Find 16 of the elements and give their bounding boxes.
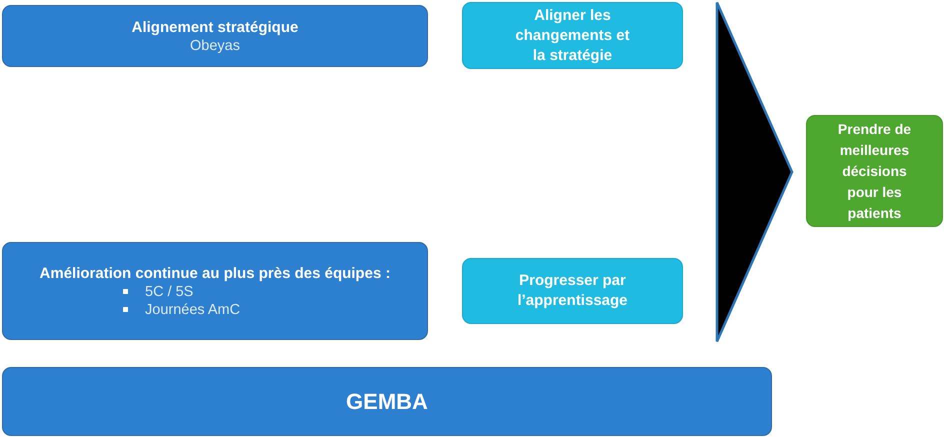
box-text: Progresser par l’apprentissage	[516, 271, 629, 311]
goal-box	[462, 2, 683, 69]
process-box	[2, 242, 428, 340]
box-text: Prendre de meilleures décisions pour les patients	[836, 120, 912, 223]
box-text: GEMBA	[346, 388, 428, 414]
process-box	[2, 5, 428, 67]
list-item: 5C / 5S	[145, 282, 194, 300]
outcome-box	[806, 115, 943, 227]
box-subtitle: Obeyas	[190, 36, 240, 54]
box-text: Aligner les changements et la stratégie	[514, 6, 631, 66]
goal-box	[462, 258, 683, 324]
list-item: Journées AmC	[145, 300, 240, 318]
box-title: Alignement stratégique	[132, 18, 298, 36]
box-title: Amélioration continue au plus près des équipes :	[40, 264, 390, 282]
arrow-triangle	[714, 1, 794, 343]
base-bar	[2, 367, 772, 436]
